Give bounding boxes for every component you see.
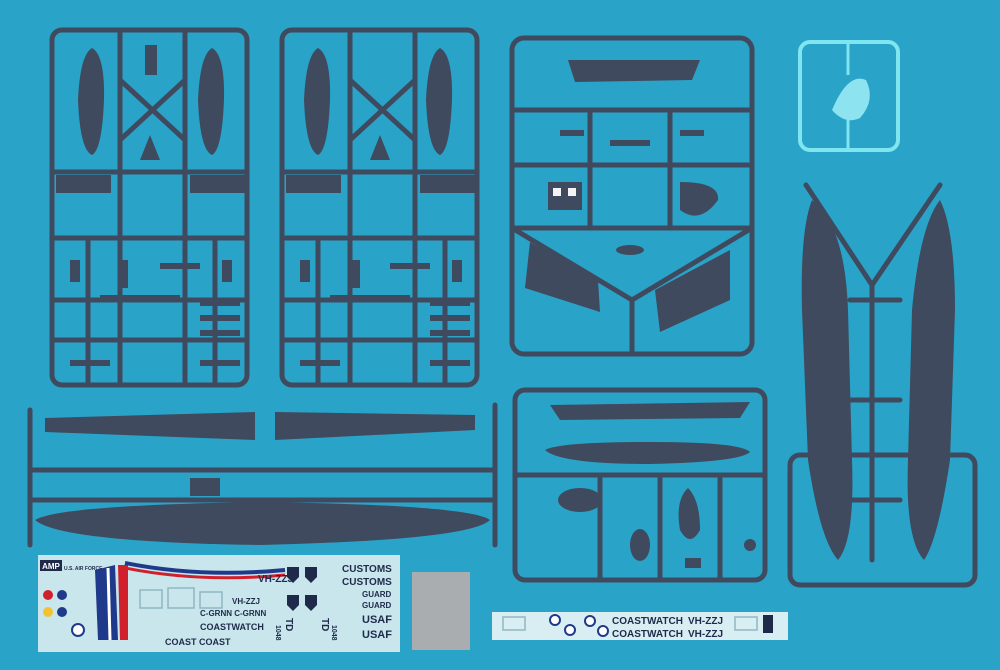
roundel-icon bbox=[57, 607, 67, 617]
decal-serial-2: 1048 bbox=[330, 625, 337, 641]
wing-sprue bbox=[27, 402, 498, 548]
decal-sheet: AMP U.S. AIR FORCE VH-ZZJ VH-ZZJ C-GRNN … bbox=[38, 555, 400, 652]
decal-guard-2: GUARD bbox=[362, 601, 392, 610]
decal-guard-1: GUARD bbox=[362, 590, 392, 599]
small-decal-text: U.S. AIR FORCE bbox=[64, 566, 103, 572]
roundel-icon bbox=[43, 607, 53, 617]
fuselage-sprue bbox=[787, 182, 978, 588]
sprue-d bbox=[512, 387, 768, 583]
strip-decal-sheet: COASTWATCH VH-ZZJ COASTWATCH VH-ZZJ bbox=[492, 612, 788, 640]
decal-vh-2: VH-ZZJ bbox=[232, 597, 260, 606]
star-insignia-icon bbox=[597, 625, 609, 637]
clear-sprue bbox=[798, 40, 900, 152]
strip-vh-2: VH-ZZJ bbox=[688, 629, 723, 640]
decal-vh-1: VH-ZZJ bbox=[258, 574, 293, 585]
star-insignia-icon bbox=[71, 623, 85, 637]
foil-sheet bbox=[412, 572, 470, 650]
brand-label: AMP bbox=[42, 562, 60, 571]
decal-td-2: TD bbox=[319, 618, 330, 631]
decal-customs-2: CUSTOMS bbox=[342, 577, 392, 588]
decal-coastwatch: COASTWATCH bbox=[200, 622, 264, 632]
sprue-d-parts bbox=[545, 402, 756, 568]
sprue-a bbox=[49, 27, 250, 388]
decal-serial-1: 1048 bbox=[274, 625, 281, 641]
star-insignia-icon bbox=[584, 615, 596, 627]
tiny-window-part bbox=[553, 188, 561, 196]
wing-parts bbox=[35, 412, 490, 545]
strip-vh-1: VH-ZZJ bbox=[688, 616, 723, 627]
decal-td-1: TD bbox=[283, 618, 294, 631]
star-insignia-icon bbox=[549, 614, 561, 626]
tiny-window-part bbox=[568, 188, 576, 196]
decal-usaf-1: USAF bbox=[362, 614, 392, 626]
strip-coastwatch-2: COASTWATCH bbox=[612, 629, 683, 640]
crest-icon bbox=[287, 567, 317, 611]
fuselage-halves bbox=[801, 200, 955, 560]
roundel-icon bbox=[57, 590, 67, 600]
star-insignia-icon bbox=[564, 624, 576, 636]
decal-cgrnn: C-GRNN C-GRNN bbox=[200, 609, 266, 618]
sprue-c-parts bbox=[525, 60, 730, 332]
decal-customs-1: CUSTOMS bbox=[342, 564, 392, 575]
roundel-icon bbox=[43, 590, 53, 600]
sprue-b bbox=[279, 27, 480, 388]
sprue-a-parts bbox=[56, 45, 245, 366]
sprue-c bbox=[509, 35, 755, 357]
decal-coast: COAST COAST bbox=[165, 637, 231, 647]
sprue-b-parts bbox=[286, 48, 475, 366]
strip-coastwatch-1: COASTWATCH bbox=[612, 616, 683, 627]
decal-usaf-2: USAF bbox=[362, 629, 392, 641]
